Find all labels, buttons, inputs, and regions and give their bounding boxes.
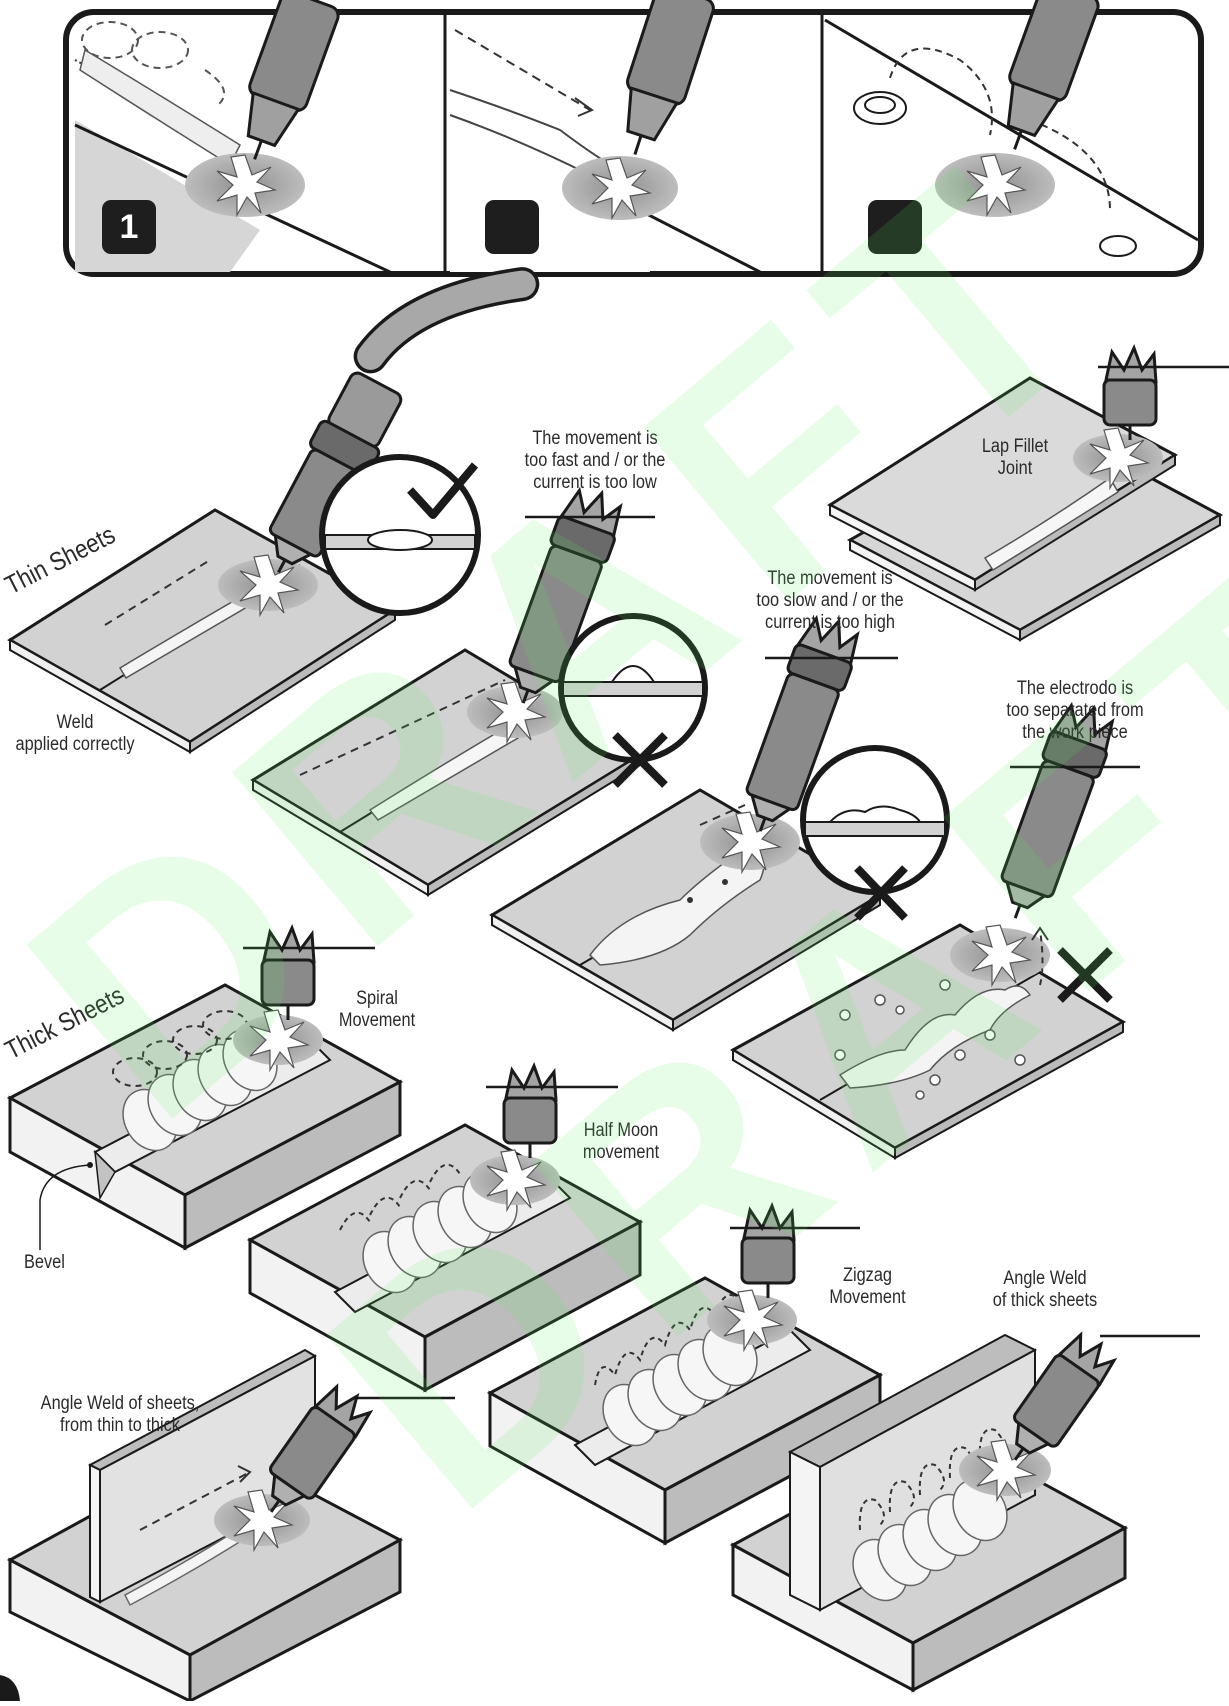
plate-too-slow (489, 614, 950, 1032)
label-angle-thick: Angle Weld of thick sheets (992, 1268, 1098, 1311)
label-spiral: Spiral Movement (338, 988, 416, 1031)
cross-icon (612, 732, 668, 788)
label-too-fast: The movement is too fast and / or the cu… (524, 428, 666, 493)
label-electrode-separated: The electrodo is too separated from the … (1006, 678, 1144, 743)
label-half-moon: Half Moon movement (582, 1120, 660, 1163)
label-bevel: Bevel (24, 1252, 65, 1273)
step-1-badge: 1 (102, 200, 156, 254)
label-angle-thin-thick: Angle Weld of sheets, from thin to thick (40, 1393, 200, 1436)
top-panels (63, 0, 1204, 277)
label-zigzag: Zigzag Movement (829, 1265, 906, 1308)
corner-mark (0, 1675, 20, 1701)
cross-icon (854, 865, 908, 921)
check-icon (407, 462, 479, 519)
plate-electrode-separated (730, 701, 1140, 1160)
label-too-slow: The movement is too slow and / or the cu… (756, 568, 904, 633)
plate-correct-weld (7, 267, 540, 754)
label-weld-correct: Weld applied correctly (15, 712, 135, 755)
panel-3 (824, 0, 1199, 257)
step-2-badge (485, 200, 539, 254)
plate-lap-fillet (826, 344, 1229, 642)
cross-icon (1057, 947, 1113, 1003)
block-spiral (6, 924, 404, 1251)
step-3-badge (868, 200, 922, 254)
label-lap-fillet: Lap Fillet Joint (981, 436, 1049, 479)
cross-section-correct (324, 529, 476, 551)
block-half-moon (246, 1062, 644, 1393)
block-zigzag (486, 1202, 884, 1546)
block-angle-thick (729, 1331, 1200, 1693)
plate-too-fast (250, 486, 708, 897)
torch-icon (246, 0, 340, 160)
block-angle-thin-thick (6, 1348, 455, 1704)
